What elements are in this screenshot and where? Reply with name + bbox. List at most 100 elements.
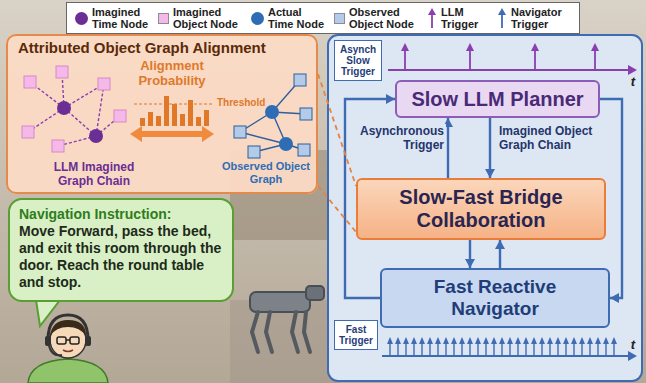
alignment-bars bbox=[140, 96, 209, 126]
panel-fill bbox=[6, 34, 318, 194]
callout-body: Move Forward, pass the bed, and exit thi… bbox=[19, 223, 223, 291]
trigger-tick bbox=[469, 50, 471, 70]
trigger-tick bbox=[469, 343, 470, 356]
trigger-tick-head bbox=[515, 337, 521, 344]
fast-timeline bbox=[387, 337, 617, 356]
process-box: Fast Reactive Navigator bbox=[380, 268, 610, 328]
trigger-tick-head bbox=[483, 337, 489, 344]
trigger-tick bbox=[397, 343, 398, 356]
arrow-head bbox=[485, 169, 495, 178]
edge-label: Asynchronous Trigger bbox=[348, 124, 446, 152]
arrow-head bbox=[610, 293, 619, 303]
trigger-tick-head bbox=[579, 337, 585, 344]
box-label: Slow-Fast Bridge Collaboration bbox=[368, 186, 594, 232]
imagined-graph-chain bbox=[22, 126, 34, 138]
legend-swatch bbox=[334, 13, 345, 24]
trigger-tick bbox=[613, 343, 614, 356]
observed-object-graph bbox=[240, 80, 306, 152]
trigger-tick-head bbox=[611, 337, 617, 344]
trigger-label: Fast Trigger bbox=[337, 324, 375, 346]
trigger-tick-head bbox=[387, 337, 393, 344]
double-arrow bbox=[130, 126, 142, 142]
speaker-person bbox=[49, 346, 62, 355]
slow-timeline bbox=[388, 69, 630, 71]
trigger-tick bbox=[549, 343, 550, 356]
panel-heading: Attributed Object Graph Alignment bbox=[8, 36, 316, 60]
arrow-head bbox=[495, 240, 505, 249]
speech-callout: Navigation Instruction:Move Forward, pas… bbox=[8, 198, 234, 302]
observed-object-graph bbox=[294, 74, 306, 86]
trigger-tick bbox=[525, 343, 526, 356]
connector-line bbox=[318, 186, 356, 232]
observed-object-graph bbox=[234, 126, 246, 138]
trigger-tick-head bbox=[595, 337, 601, 344]
speaker-person bbox=[57, 337, 66, 344]
process-box: Slow LLM Planner bbox=[395, 80, 600, 118]
graph-label: Observed Object Graph bbox=[218, 160, 314, 186]
alignment-bars bbox=[196, 117, 201, 126]
legend-swatch bbox=[251, 12, 264, 25]
trigger-tick bbox=[437, 343, 438, 356]
connector-arrow bbox=[495, 240, 505, 268]
observed-object-graph bbox=[234, 74, 312, 158]
trigger-tick-head bbox=[443, 337, 449, 344]
callout-tail bbox=[36, 300, 60, 326]
trigger-tick-head bbox=[451, 337, 457, 344]
speaker-person bbox=[66, 339, 70, 341]
trigger-tick bbox=[405, 343, 406, 356]
trigger-tick-head bbox=[411, 337, 417, 344]
process-box: Slow-Fast Bridge Collaboration bbox=[356, 178, 606, 240]
imagined-graph-chain bbox=[56, 66, 68, 78]
trigger-tick-head bbox=[466, 43, 474, 51]
trigger-tick bbox=[589, 343, 590, 356]
imagined-graph-chain bbox=[114, 110, 126, 122]
legend-item: Observed Object Node bbox=[334, 6, 419, 30]
trigger-tick-head bbox=[563, 337, 569, 344]
speaker-person bbox=[63, 350, 73, 352]
speaker-person bbox=[48, 315, 88, 340]
trigger-tick-head bbox=[499, 337, 505, 344]
arrow-sample-line bbox=[431, 14, 433, 28]
double-arrow bbox=[202, 126, 214, 142]
observed-object-graph bbox=[248, 146, 260, 158]
trigger-tick bbox=[404, 50, 406, 70]
legend-label: Observed Object Node bbox=[349, 6, 419, 30]
trigger-tick bbox=[421, 343, 422, 356]
legend-label: Actual Time Node bbox=[268, 6, 326, 30]
imagined-graph-chain bbox=[22, 66, 126, 152]
observed-object-graph bbox=[298, 144, 310, 156]
trigger-box: Fast Trigger bbox=[334, 320, 378, 350]
trigger-tick bbox=[557, 343, 558, 356]
alignment-bars bbox=[134, 96, 214, 126]
trigger-tick bbox=[445, 343, 446, 356]
alignment-bars bbox=[164, 96, 169, 126]
trigger-tick-head bbox=[419, 337, 425, 344]
alignment-bars bbox=[180, 114, 185, 126]
trigger-tick-head bbox=[467, 337, 473, 344]
trigger-tick bbox=[453, 343, 454, 356]
imagined-graph-chain bbox=[98, 78, 110, 90]
trigger-tick bbox=[517, 343, 518, 356]
imagined-graph-chain bbox=[22, 66, 126, 152]
imagined-graph-chain bbox=[28, 72, 120, 146]
arrow-sample-head bbox=[498, 8, 506, 15]
alignment-bars bbox=[172, 104, 177, 126]
arrow-head bbox=[465, 259, 475, 268]
legend-label: LLM Trigger bbox=[441, 6, 489, 30]
trigger-tick-head bbox=[591, 43, 599, 51]
double-arrow bbox=[130, 126, 214, 142]
trigger-tick bbox=[605, 343, 606, 356]
observed-object-graph bbox=[300, 108, 312, 120]
arrow-sample-line bbox=[501, 14, 503, 28]
imagined-graph-chain bbox=[89, 129, 103, 143]
trigger-tick-head bbox=[459, 337, 465, 344]
trigger-tick bbox=[565, 343, 566, 356]
speaker-person bbox=[85, 336, 91, 346]
trigger-tick-head bbox=[531, 337, 537, 344]
alignment-bars bbox=[156, 116, 161, 126]
trigger-tick bbox=[493, 343, 494, 356]
trigger-tick bbox=[485, 343, 486, 356]
alignment-bars bbox=[148, 112, 153, 126]
